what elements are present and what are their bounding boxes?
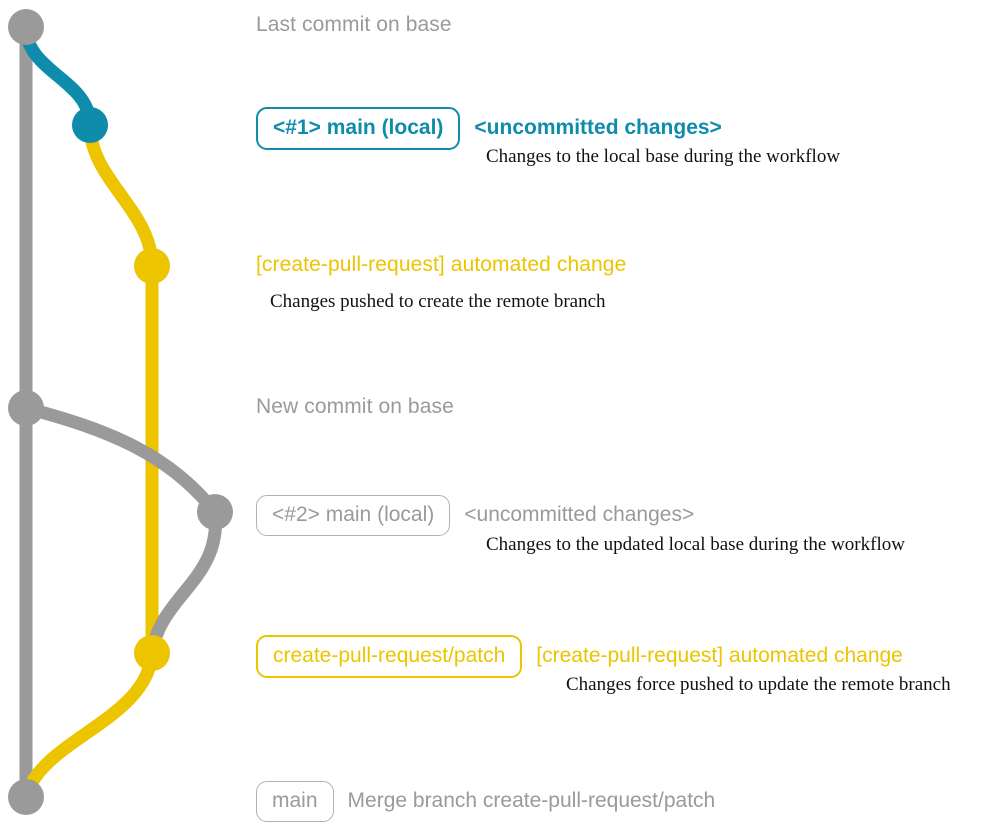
commit-node-local-2[interactable]: [197, 494, 233, 530]
ref-pill-create-pull-request-patch[interactable]: create-pull-request/patch: [256, 635, 523, 678]
commit-row-automated-change-1: [create-pull-request] automated change: [256, 253, 626, 277]
commit-label-local-uncommitted-1: <uncommitted changes>: [474, 116, 722, 139]
commit-description-local-uncommitted-2: Changes to the updated local base during…: [486, 534, 905, 555]
ref-pill-main-local-1[interactable]: <#1> main (local): [256, 107, 461, 150]
commit-label-automated-change-1: [create-pull-request] automated change: [256, 253, 627, 276]
commit-description-automated-change-2: Changes force pushed to update the remot…: [566, 674, 951, 695]
commit-node-local-1[interactable]: [72, 107, 108, 143]
commit-row-automated-change-2: create-pull-request/patch [create-pull-r…: [256, 635, 903, 678]
commit-row-local-uncommitted-2: <#2> main (local) <uncommitted changes>: [256, 495, 694, 536]
branch-line-patch-merge: [19, 646, 159, 804]
commit-node-patch-1[interactable]: [134, 248, 170, 284]
ref-pill-main[interactable]: main: [256, 781, 334, 822]
commit-row-new-commit-on-base: New commit on base: [256, 395, 454, 419]
commit-label-last-commit-on-base: Last commit on base: [256, 13, 452, 36]
commit-label-new-commit-on-base: New commit on base: [256, 395, 454, 418]
commit-label-merge-commit: Merge branch create-pull-request/patch: [347, 789, 716, 812]
commit-node-base-last[interactable]: [8, 9, 44, 45]
commit-description-automated-change-1: Changes pushed to create the remote bran…: [270, 291, 606, 312]
commit-label-local-uncommitted-2: <uncommitted changes>: [464, 503, 695, 526]
branch-line-local-2-in: [145, 505, 222, 660]
commit-description-local-uncommitted-1: Changes to the local base during the wor…: [486, 146, 841, 167]
commit-node-base-new[interactable]: [8, 390, 44, 426]
commit-row-local-uncommitted-1: <#1> main (local) <uncommitted changes>: [256, 107, 722, 150]
branch-line-patch-upper: [83, 118, 159, 660]
branch-line-local-2-out: [19, 401, 222, 519]
commit-node-patch-2[interactable]: [134, 635, 170, 671]
commit-node-base-merge[interactable]: [8, 779, 44, 815]
commit-label-automated-change-2: [create-pull-request] automated change: [536, 644, 903, 667]
commit-row-merge-commit: main Merge branch create-pull-request/pa…: [256, 781, 715, 822]
commit-row-last-commit-on-base: Last commit on base: [256, 13, 452, 37]
ref-pill-main-local-2[interactable]: <#2> main (local): [256, 495, 451, 536]
